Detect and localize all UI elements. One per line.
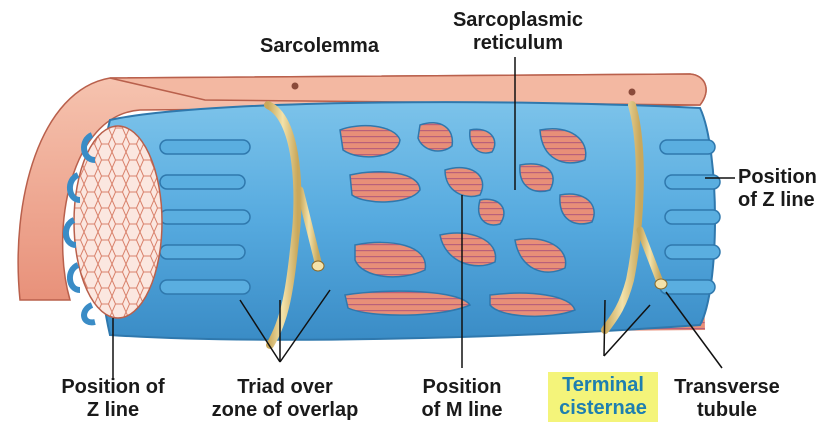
label-triad: Triad over zone of overlap: [210, 376, 360, 422]
label-line: of M line: [412, 399, 512, 422]
label-line: Transverse: [662, 376, 792, 399]
label-line: Position: [738, 166, 817, 189]
label-line: of Z line: [738, 189, 817, 212]
label-line: Sarcoplasmic: [438, 9, 598, 32]
t-tubule-left-opening: [312, 261, 324, 271]
label-sarcoplasmic-reticulum: Sarcoplasmic reticulum: [438, 9, 598, 55]
label-sarcolemma-line: Sarcolemma: [260, 35, 379, 58]
label-line: Terminal: [554, 374, 652, 397]
label-line: Z line: [48, 399, 178, 422]
label-line: tubule: [662, 399, 792, 422]
label-line: zone of overlap: [210, 399, 360, 422]
sarcolemma-pore: [629, 89, 636, 96]
sarcolemma-pore: [292, 83, 299, 90]
label-position-z-line-right: Position of Z line: [738, 166, 817, 212]
label-terminal-cisternae: Terminal cisternae: [548, 372, 658, 422]
label-line: Position of: [48, 376, 178, 399]
label-line: Position: [412, 376, 512, 399]
t-tubule-right-opening: [655, 279, 667, 289]
label-position-z-line-left: Position of Z line: [48, 376, 178, 422]
label-line: reticulum: [438, 32, 598, 55]
label-sarcolemma: Sarcolemma: [260, 35, 379, 58]
label-position-m-line: Position of M line: [412, 376, 512, 422]
label-line: cisternae: [554, 397, 652, 420]
label-transverse-tubule: Transverse tubule: [662, 376, 792, 422]
label-line: Triad over: [210, 376, 360, 399]
